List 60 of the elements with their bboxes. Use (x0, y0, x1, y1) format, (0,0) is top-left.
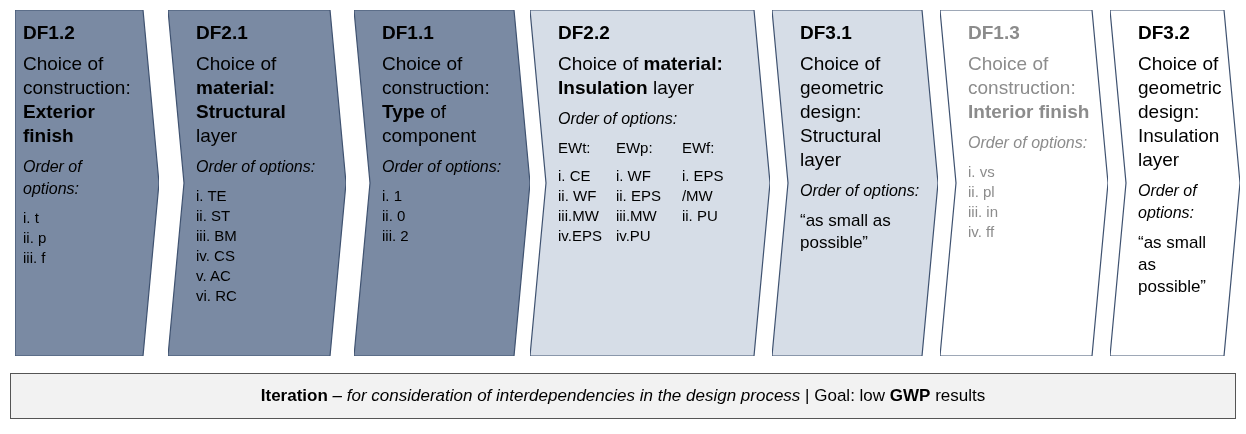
option-item: iv. ff (968, 222, 996, 242)
step-code: DF1.1 (382, 22, 435, 44)
chevron-step (354, 10, 530, 356)
option-item: iii. BM (196, 226, 238, 246)
option-item: ii. ST (196, 206, 232, 226)
option-item: ii. WF (558, 186, 598, 206)
option-item: ii. p (23, 228, 48, 248)
options-heading: Order of options: (382, 157, 503, 177)
option-item: i. vs (968, 162, 996, 182)
option-item: vi. RC (196, 286, 238, 306)
step-title: Choice of construction: Exterior finish (23, 52, 132, 148)
option-item: iii. 2 (382, 226, 410, 246)
options-heading: Order of options: (23, 157, 84, 199)
step-code: DF1.2 (23, 22, 76, 44)
column-heading: EWt: (558, 138, 592, 158)
chevron-step (1110, 10, 1240, 356)
option-item: “as small as possible” (800, 210, 892, 254)
step-title: Choice of construction: Type of component (382, 52, 491, 148)
option-item: iii.MW (558, 206, 600, 226)
option-item: “as small as possible” (1138, 232, 1208, 298)
option-item: iv.EPS (558, 226, 602, 246)
chevron-step (168, 10, 346, 356)
option-item: i. TE (196, 186, 228, 206)
options-heading: Order of options: (196, 157, 317, 177)
step-code: DF2.2 (558, 22, 611, 44)
step-code: DF2.1 (196, 22, 249, 44)
step-code: DF1.3 (968, 22, 1021, 44)
option-item: ii. 0 (382, 206, 407, 226)
iteration-banner (10, 373, 1236, 419)
options-heading: Order of options: (968, 133, 1089, 153)
option-item: i. CE (558, 166, 592, 186)
chevron-step (940, 10, 1108, 356)
option-item: i. WF (615, 166, 652, 186)
option-item: i. t (23, 208, 40, 228)
option-item: ii. PU (681, 206, 719, 226)
step-title: Choice of material: Insulation layer (558, 52, 724, 100)
banner-text: Iteration – for consideration of interdependencies in the design process | Goal: low GWP results (260, 386, 986, 406)
option-item: ii. pl (968, 182, 996, 202)
option-item: iii.MW (615, 206, 658, 226)
step-title: Choice of material: Structural layer (196, 52, 287, 148)
option-item: iii. f (23, 248, 47, 268)
option-item: v. AC (196, 266, 232, 286)
chevron-step (772, 10, 938, 356)
column-heading: EWp: (615, 138, 654, 158)
option-item: i. 1 (382, 186, 403, 206)
options-heading: Order of options: (1138, 181, 1199, 223)
option-item: iv.PU (615, 226, 652, 246)
step-code: DF3.1 (800, 22, 853, 44)
step-title: Choice of geometric design: Insulation layer (1138, 52, 1222, 172)
chevron-step (15, 10, 159, 356)
step-title: Choice of geometric design: Structural layer (800, 52, 885, 172)
options-heading: Order of options: (558, 109, 679, 129)
option-item: iii. in (968, 202, 999, 222)
chevron-step (530, 10, 770, 356)
option-item: iv. CS (196, 246, 236, 266)
option-item: ii. EPS (615, 186, 662, 206)
column-heading: EWf: (681, 138, 716, 158)
options-heading: Order of options: (800, 181, 920, 201)
step-title: Choice of construction: Interior finish (968, 52, 1090, 124)
step-code: DF3.2 (1138, 22, 1191, 44)
